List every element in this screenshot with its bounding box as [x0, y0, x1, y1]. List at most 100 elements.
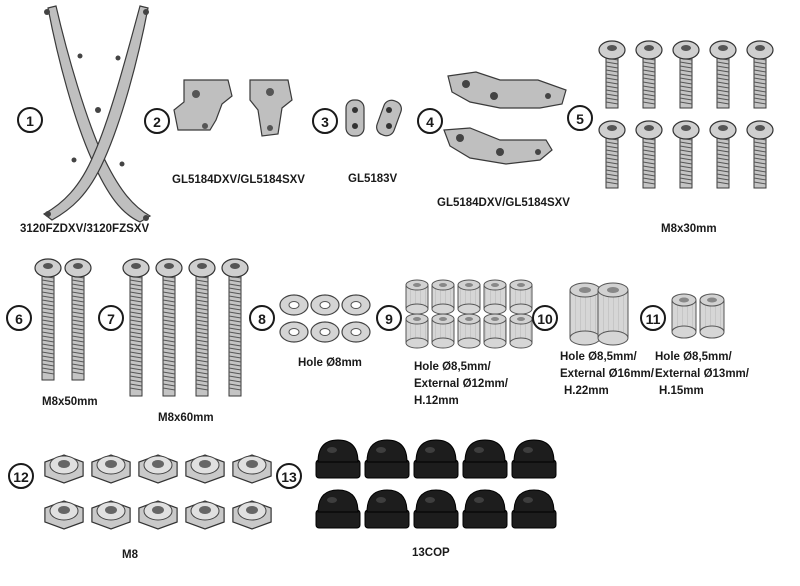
nut-m8 — [232, 500, 272, 530]
cap-nut — [413, 439, 459, 479]
cap-nut — [462, 439, 508, 479]
cap-nut — [462, 489, 508, 529]
part-label-13: 13COP — [412, 547, 450, 559]
cap-nut — [315, 489, 361, 529]
part-number-3: 3 — [312, 108, 338, 134]
nut-m8 — [91, 500, 131, 530]
svg-text:13: 13 — [281, 469, 297, 485]
bolt-m8x50 — [64, 258, 92, 381]
svg-text:6: 6 — [15, 311, 23, 327]
bolt-m8x50 — [34, 258, 62, 381]
svg-text:10: 10 — [537, 311, 553, 327]
part-12-nuts-m8 — [44, 454, 272, 530]
bolt-m8x30 — [672, 120, 700, 189]
part-2-brackets — [173, 79, 293, 137]
spacer — [405, 279, 429, 315]
part-number-10: 10 — [532, 305, 558, 331]
part-number-12: 12 — [8, 463, 34, 489]
nut-m8 — [138, 454, 178, 484]
bolt-m8x30 — [709, 40, 737, 109]
part-11-spacers — [671, 293, 725, 339]
bolt-m8x30 — [746, 40, 774, 109]
part-10-spacers — [569, 282, 629, 346]
part-label-6: M8x50mm — [42, 396, 98, 408]
part-3-plates — [345, 99, 402, 137]
washer — [279, 321, 309, 343]
cap-nut — [364, 489, 410, 529]
part-label-1: 3120FZDXV/3120FZSXV — [20, 223, 149, 235]
part-5-bolts-m8x30 — [598, 40, 774, 189]
part-label-7: M8x60mm — [158, 412, 214, 424]
part-label-5: M8x30mm — [661, 223, 717, 235]
washer — [310, 294, 340, 316]
cap-nut — [315, 439, 361, 479]
part-label-3: GL5183V — [348, 173, 398, 185]
bolt-m8x60 — [188, 258, 216, 397]
spacer — [431, 279, 455, 315]
bolt-m8x30 — [635, 40, 663, 109]
spacer — [483, 313, 507, 349]
part-label-10: Hole Ø8,5mm/ External Ø16mm/ H.22mm — [560, 351, 657, 397]
bolt-m8x30 — [598, 40, 626, 109]
part-label-11: Hole Ø8,5mm/ External Ø13mm/ H.15mm — [655, 351, 752, 397]
part-number-13: 13 — [276, 463, 302, 489]
part-4-brackets — [443, 71, 567, 165]
part-label-2: GL5184DXV/GL5184SXV — [172, 174, 305, 186]
cap-nut — [413, 489, 459, 529]
part-1-straps — [42, 5, 152, 223]
svg-text:11: 11 — [646, 311, 661, 327]
part-label-9: Hole Ø8,5mm/ External Ø12mm/ H.12mm — [414, 361, 511, 407]
spacer — [405, 313, 429, 349]
spacer — [457, 279, 481, 315]
part-number-4: 4 — [417, 108, 443, 134]
cap-nut — [511, 439, 557, 479]
part-8-washers — [279, 294, 371, 343]
washer — [341, 321, 371, 343]
washer — [341, 294, 371, 316]
washer — [310, 321, 340, 343]
part-7-bolts-m8x60 — [122, 258, 249, 397]
svg-text:1: 1 — [26, 113, 34, 129]
svg-text:3: 3 — [321, 114, 329, 130]
bolt-m8x30 — [746, 120, 774, 189]
spacer — [431, 313, 455, 349]
bolt-m8x30 — [598, 120, 626, 189]
bolt-m8x60 — [122, 258, 150, 397]
nut-m8 — [232, 454, 272, 484]
nut-m8 — [44, 454, 84, 484]
nut-m8 — [138, 500, 178, 530]
part-number-8: 8 — [249, 305, 275, 331]
cap-nut — [364, 439, 410, 479]
part-9-spacers — [405, 279, 533, 349]
bolt-m8x30 — [672, 40, 700, 109]
svg-text:12: 12 — [13, 469, 29, 485]
svg-text:5: 5 — [576, 111, 584, 127]
bolt-m8x60 — [155, 258, 183, 397]
part-label-8: Hole Ø8mm — [298, 357, 362, 369]
nut-m8 — [44, 500, 84, 530]
part-number-6: 6 — [6, 305, 32, 331]
spacer — [509, 313, 533, 349]
spacer — [483, 279, 507, 315]
bolt-m8x30 — [709, 120, 737, 189]
svg-text:7: 7 — [107, 311, 115, 327]
part-number-7: 7 — [98, 305, 124, 331]
spacer — [457, 313, 481, 349]
svg-text:2: 2 — [153, 114, 161, 130]
nut-m8 — [185, 500, 225, 530]
bolt-m8x30 — [635, 120, 663, 189]
part-label-4: GL5184DXV/GL5184SXV — [437, 197, 570, 209]
spacer — [509, 279, 533, 315]
part-number-2: 2 — [144, 108, 170, 134]
nut-m8 — [185, 454, 225, 484]
svg-text:8: 8 — [258, 311, 266, 327]
nut-m8 — [91, 454, 131, 484]
part-number-11: 11 — [640, 305, 666, 331]
part-label-12: M8 — [122, 549, 139, 561]
part-number-9: 9 — [376, 305, 402, 331]
washer — [279, 294, 309, 316]
bolt-m8x60 — [221, 258, 249, 397]
part-13-caps — [315, 439, 557, 529]
part-6-bolts-m8x50 — [34, 258, 92, 381]
cap-nut — [511, 489, 557, 529]
